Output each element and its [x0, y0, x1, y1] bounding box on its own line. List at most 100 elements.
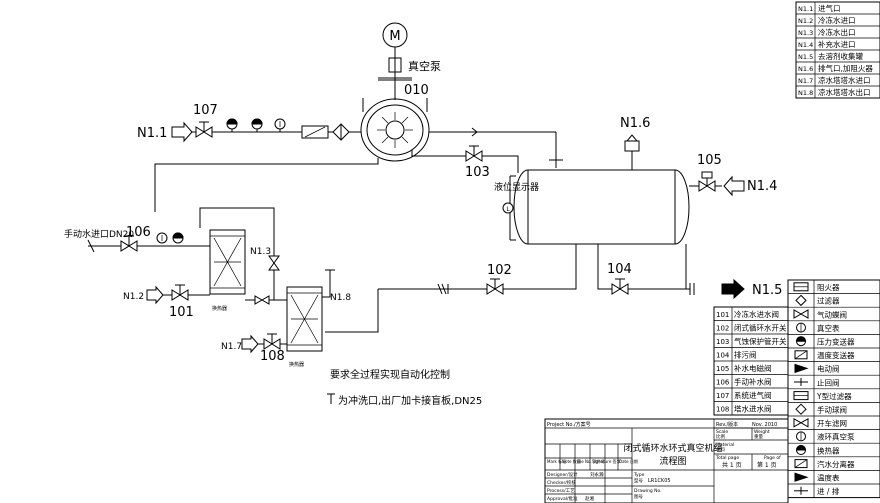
- legend-label: 换热器: [817, 445, 840, 455]
- nozzle-code: N1.4: [798, 41, 813, 49]
- manual-inlet-label: 手动水进口DN20: [64, 228, 134, 240]
- valve-103[interactable]: [465, 145, 483, 162]
- hx-1-label: 换热器: [212, 305, 227, 312]
- flame-arrester-icon: [793, 282, 809, 292]
- pressure-transmitter-icon: [795, 336, 807, 347]
- legend-row: 温度表: [794, 473, 840, 483]
- liquid-ring-pump-icon: [796, 431, 806, 442]
- heat-exchanger-icon: [795, 445, 807, 455]
- valve-desc: 气蚀保护管开关: [734, 336, 787, 346]
- valve-code: 104: [716, 352, 730, 360]
- rev-label: Rev./版本: [716, 421, 738, 428]
- checker-label: Checker/校核: [547, 479, 576, 486]
- inlet-arrow-icon: [171, 121, 193, 143]
- nozzle-n16-label: N1.6: [620, 116, 650, 131]
- valve-desc: 补水电磁阀: [734, 363, 772, 373]
- nozzle-desc: 进气口: [818, 3, 841, 13]
- legend-table: 阻火器过滤器气动蝶阀真空表压力变送器温度变送器电动阀止回阀Y型过滤器手动球阀开车…: [787, 279, 880, 499]
- nozzle-desc: 凉水塔塔水出口: [818, 87, 871, 97]
- valve-101-tag: 101: [169, 305, 194, 320]
- y-strainer-icon: [793, 391, 809, 401]
- scale-cn: 比例: [716, 433, 725, 440]
- valve-code: 101: [716, 311, 729, 319]
- pneumatic-butterfly-valve-icon: [793, 309, 809, 319]
- valve-104[interactable]: [611, 278, 629, 295]
- vacuum-gauge-icon: [796, 322, 806, 333]
- filter-icon: [332, 123, 350, 141]
- svg-text:L: L: [506, 206, 510, 213]
- level-gauge: L: [502, 175, 516, 241]
- valve-105[interactable]: [698, 171, 716, 192]
- nozzle-desc: 冷冻水出口: [818, 27, 856, 37]
- legend-row: 手动球阀: [795, 403, 847, 415]
- title-main: 闭式循环水环式真空机组: [623, 442, 722, 454]
- valve-108[interactable]: [263, 333, 281, 350]
- legend-label: 压力变送器: [817, 337, 855, 347]
- valve-desc: 冷冻水进水阀: [734, 309, 779, 319]
- nozzle-n17-label: N1.7: [221, 342, 242, 352]
- weight-label: Weight: [754, 429, 770, 435]
- designer-name: 刘永瀚: [590, 471, 604, 478]
- nozzle-code: N1.3: [798, 29, 813, 37]
- project-no-label: Project No./方案号: [547, 421, 591, 428]
- mark-header-1: Note 数量: [562, 458, 581, 464]
- automation-note: 要求全过程实现自动化控制: [330, 368, 450, 381]
- process-label: Process/工艺: [547, 488, 575, 494]
- nozzle-desc: 去溶剂收集罐: [818, 51, 863, 61]
- rev-date: Nov. 2010: [752, 422, 777, 428]
- nozzle-desc: 补充水进口: [818, 39, 856, 49]
- nozzle-desc: 冷冻水进口: [818, 15, 856, 25]
- legend-row: 换热器: [795, 445, 840, 455]
- level-gauge-label: 液位显示器: [494, 181, 539, 193]
- nozzle-n12-label: N1.2: [123, 292, 144, 302]
- legend-label: 手动球阀: [817, 405, 847, 415]
- legend-row: 过滤器: [795, 294, 840, 307]
- approval-label: Approval/批准: [547, 495, 578, 502]
- motor-letter: M: [389, 29, 400, 44]
- legend-label: 止回阀: [817, 377, 840, 387]
- ball-valve-n13[interactable]: [268, 255, 280, 271]
- n17-arrow-icon: [241, 334, 259, 354]
- valve-code: 103: [716, 338, 729, 346]
- valve-102-tag: 102: [487, 263, 512, 278]
- y-strainer-on-loop: [437, 283, 449, 295]
- valve-107[interactable]: [195, 121, 213, 138]
- valve-desc: 塔水进水阀: [734, 404, 772, 414]
- nozzle-n15-label: N1.5: [752, 283, 782, 298]
- temperature-transmitter-icon: [794, 350, 808, 360]
- legend-row: 气动蝶阀: [793, 309, 847, 319]
- legend-label: 温度表: [817, 473, 840, 483]
- drive-screen-icon: [301, 125, 329, 139]
- valve-desc: 系统进气阀: [734, 390, 772, 400]
- type-value: LR1CK05: [648, 478, 671, 484]
- legend-label: 阻火器: [817, 283, 840, 292]
- nozzle-n18-label: N1.8: [330, 293, 351, 303]
- valve-101[interactable]: [171, 284, 189, 301]
- valve-102[interactable]: [486, 278, 504, 295]
- legend-row: Y型过滤器: [793, 391, 852, 401]
- in-out-icon: [794, 486, 808, 495]
- valve-106[interactable]: [120, 235, 138, 252]
- legend-label: 电动阀: [817, 364, 840, 374]
- valve-desc: 闭式循环水开关: [734, 323, 787, 333]
- valve-row: 101 冷冻水进水阀: [716, 309, 779, 319]
- valve-106-tag: 106: [126, 225, 151, 240]
- nozzle-row: N1.3 冷冻水出口: [798, 27, 856, 37]
- total-page-label: Total page: [715, 455, 739, 461]
- flush-note: 为冲洗口,出厂加卡接盲板,DN25: [338, 394, 482, 407]
- legend-label: 开车滤网: [817, 418, 847, 428]
- page-of-value: 第 1 页: [757, 461, 777, 469]
- thermometer-1: [274, 118, 286, 132]
- nozzle-desc: 排气口,加阻火器: [818, 63, 873, 73]
- thermometer-2: [156, 232, 168, 244]
- scale-label: Scale: [716, 429, 728, 435]
